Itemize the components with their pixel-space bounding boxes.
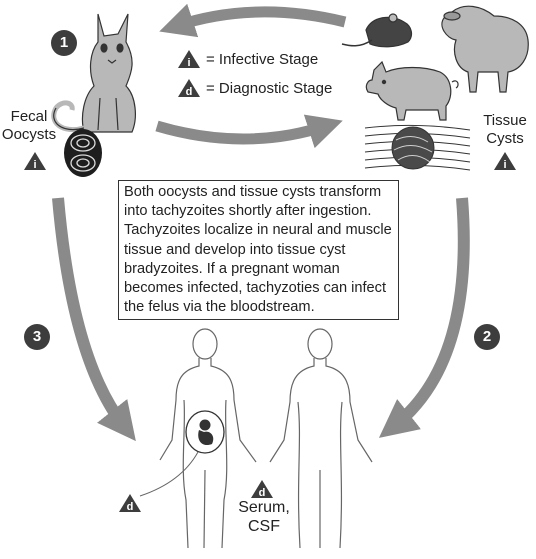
fecal-oocysts-label: Fecal Oocysts (0, 108, 58, 144)
fetus-illustration (185, 410, 225, 454)
arrow-top-to-cat (159, 3, 347, 38)
step-2-badge: 2 (474, 324, 500, 350)
csf-text: CSF (248, 518, 280, 535)
cat-illustration (51, 13, 136, 133)
lifecycle-description: Both oocysts and tissue cysts transform … (118, 180, 399, 320)
fecal-text: Fecal (10, 108, 48, 125)
sheep-illustration (441, 5, 529, 93)
legend-diagnostic: d = Diagnostic Stage (178, 79, 332, 97)
cysts-text: Cysts (486, 130, 524, 147)
tissue-cyst-symbol: i (503, 159, 506, 170)
fetus-diagnostic-icon: d (119, 494, 141, 512)
diagnostic-stage-icon: d (178, 79, 200, 97)
serum-symbol: d (259, 487, 266, 498)
infective-symbol: i (187, 57, 190, 68)
man-figure (269, 328, 373, 549)
step-3-badge: 3 (24, 324, 50, 350)
infective-stage-icon: i (178, 50, 200, 68)
tissue-cyst-infective-icon: i (494, 152, 516, 170)
legend-diagnostic-text: = Diagnostic Stage (206, 79, 333, 97)
tissue-cysts-label: Tissue Cysts (476, 112, 534, 148)
oocyst-illustration (64, 129, 102, 177)
arrow-step-3 (52, 197, 136, 442)
arrow-cat-to-hosts (155, 114, 343, 149)
oocyst-infective-icon: i (24, 152, 46, 170)
arrow-step-2 (378, 197, 470, 438)
serum-text: Serum, (238, 499, 290, 516)
serum-csf-label: Serum, CSF (226, 498, 302, 536)
fetus-diagnostic-connector (139, 451, 199, 497)
legend-infective: i = Infective Stage (178, 50, 318, 68)
serum-diagnostic-icon: d (251, 480, 273, 498)
woman-figure (159, 328, 257, 549)
tissue-text: Tissue (483, 112, 527, 129)
fetus-symbol: d (127, 501, 134, 512)
legend-infective-text: = Infective Stage (206, 50, 319, 68)
diagnostic-symbol: d (186, 86, 193, 97)
oocysts-text: Oocysts (1, 126, 57, 143)
oocyst-symbol: i (33, 159, 36, 170)
step-1-badge: 1 (51, 30, 77, 56)
rat-illustration (341, 13, 413, 48)
tissue-cyst-illustration (364, 124, 471, 171)
pig-illustration (365, 60, 459, 121)
